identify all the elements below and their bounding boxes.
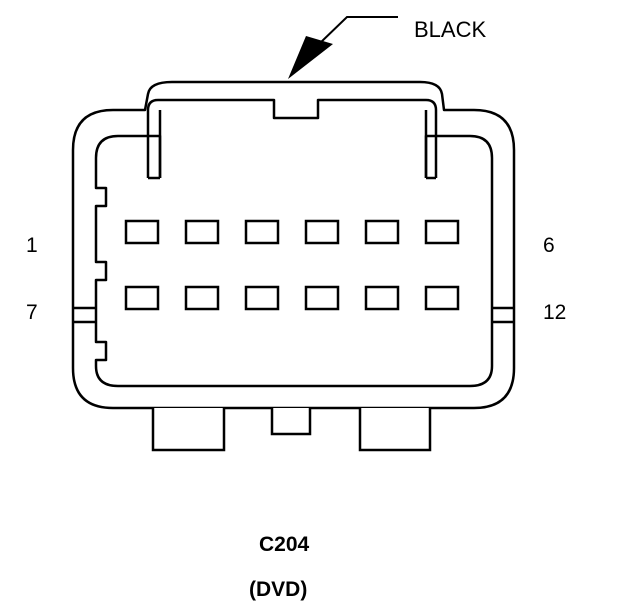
connector-id-caption: C204: [259, 533, 310, 556]
terminal-cavity-10: [304, 285, 340, 311]
terminal-cavities: [124, 219, 460, 311]
housing-latch-outline: [146, 98, 438, 178]
terminal-cavity-12: [424, 285, 460, 311]
foot-left: [151, 408, 226, 452]
terminal-cavity-8: [184, 285, 220, 311]
color-leader-line: [318, 16, 398, 45]
pin-label-7: 7: [26, 301, 38, 324]
housing-outer-outline: [71, 80, 516, 410]
terminal-cavity-2: [184, 219, 220, 245]
terminal-cavity-7: [124, 285, 160, 311]
pin-label-1: 1: [26, 234, 38, 257]
housing-inner-outline: [94, 134, 494, 388]
pin-label-6: 6: [543, 234, 555, 257]
terminal-cavity-11: [364, 285, 400, 311]
pin-label-12: 12: [543, 301, 567, 324]
connector-feet: [151, 408, 432, 452]
foot-right: [358, 408, 432, 452]
terminal-cavity-4: [304, 219, 340, 245]
connector-color-label: BLACK: [414, 17, 487, 42]
color-leader-arrowhead: [288, 36, 333, 79]
terminal-cavity-3: [244, 219, 280, 245]
foot-center: [270, 408, 312, 436]
terminal-cavity-9: [244, 285, 280, 311]
connector-housing: [71, 80, 516, 410]
terminal-cavity-1: [124, 219, 160, 245]
terminal-cavity-5: [364, 219, 400, 245]
connector-description-caption: (DVD): [249, 578, 308, 601]
terminal-cavity-6: [424, 219, 460, 245]
